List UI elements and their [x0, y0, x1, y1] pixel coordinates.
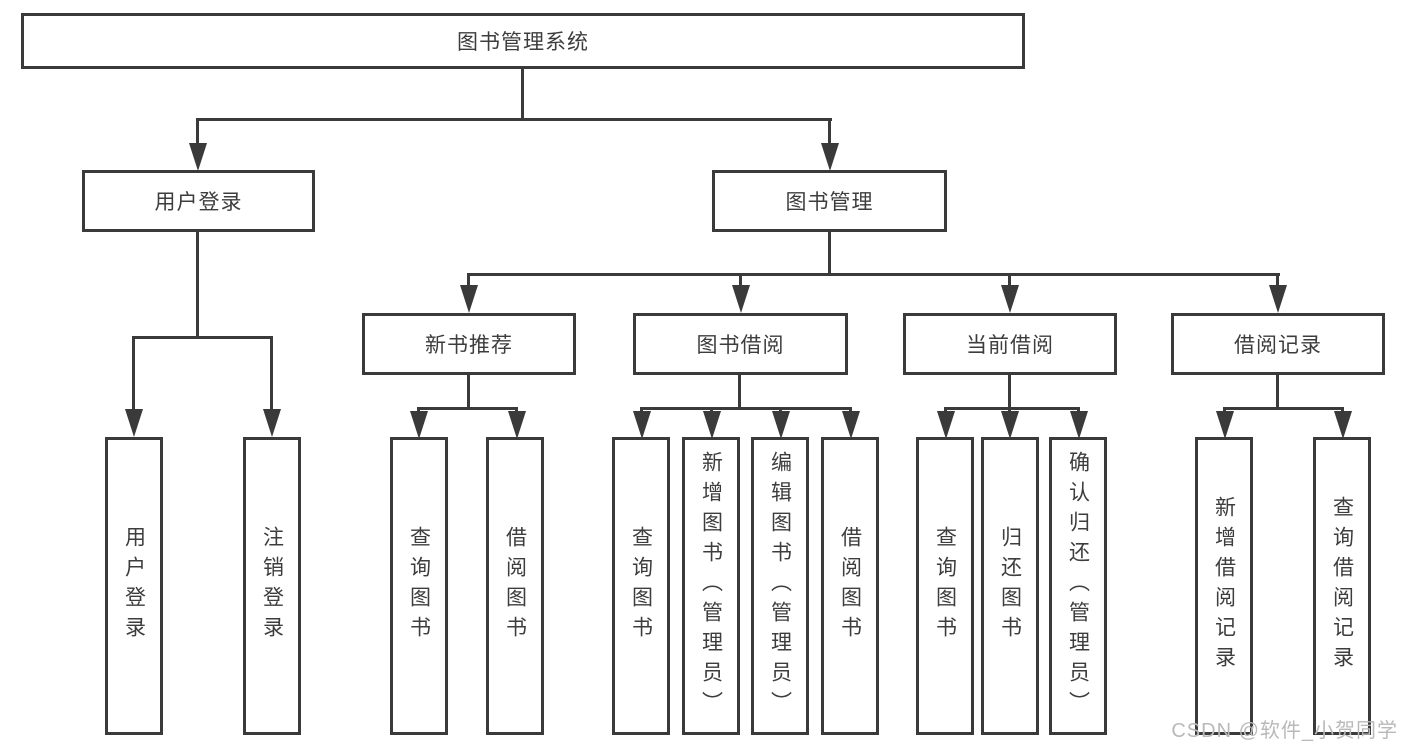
node-label: 图书借阅 [696, 334, 785, 357]
arrow-down-icon [842, 411, 860, 439]
leaf-add-book-admin: 新增图书（管理员） [682, 437, 740, 735]
arrow-down-icon [732, 285, 750, 313]
connector-drop [196, 118, 199, 144]
arrow-down-icon [1001, 411, 1019, 439]
connector-stem [828, 232, 831, 273]
arrow-down-icon [1070, 411, 1088, 439]
connector-root-stem [521, 69, 524, 118]
connector-drop [944, 407, 947, 413]
connector-branch [467, 273, 1280, 276]
connector-branch [132, 336, 273, 339]
node-book-borrow: 图书借阅 [633, 313, 848, 375]
connector-drop [739, 273, 742, 287]
node-label: 用户登录 [154, 191, 243, 214]
leaf-borrow-book: 借阅图书 [486, 437, 544, 735]
connector-branch [640, 407, 851, 410]
arrow-down-icon [189, 143, 207, 171]
connector-drop [1341, 407, 1344, 413]
connector-drop [417, 407, 420, 413]
leaf-borrow-book: 借阅图书 [821, 437, 879, 735]
arrow-down-icon [1334, 411, 1352, 439]
connector-drop [828, 118, 831, 144]
arrow-down-icon [410, 411, 428, 439]
connector-drop [1008, 273, 1011, 287]
connector-drop [270, 336, 273, 410]
connector-drop [1077, 407, 1080, 413]
leaf-label: 查询借阅记录 [1330, 496, 1354, 676]
arrow-down-icon [772, 411, 790, 439]
leaf-label: 确认归还（管理员） [1066, 451, 1090, 721]
node-label: 新书推荐 [425, 334, 513, 357]
connector-stem [196, 232, 199, 336]
leaf-label: 注销登录 [260, 526, 284, 646]
arrow-down-icon [1001, 285, 1019, 313]
connector-root-branch [196, 118, 832, 121]
arrow-down-icon [263, 409, 281, 437]
connector-drop [710, 407, 713, 413]
arrow-down-icon [125, 409, 143, 437]
leaf-label: 用户登录 [122, 526, 146, 646]
node-book-management: 图书管理 [712, 170, 947, 232]
leaf-query-book: 查询图书 [916, 437, 974, 735]
leaf-label: 查询图书 [629, 526, 653, 646]
arrow-down-icon [703, 411, 721, 439]
node-user-login: 用户登录 [82, 170, 315, 232]
leaf-label: 新增借阅记录 [1212, 496, 1236, 676]
connector-drop [467, 273, 470, 287]
leaf-label: 编辑图书（管理员） [768, 451, 792, 721]
node-root: 图书管理系统 [21, 13, 1025, 69]
leaf-label: 查询图书 [407, 526, 431, 646]
arrow-down-icon [937, 411, 955, 439]
arrow-down-icon [508, 411, 526, 439]
leaf-query-borrow-record: 查询借阅记录 [1313, 437, 1371, 735]
node-label: 图书管理 [785, 191, 874, 214]
connector-branch [417, 407, 518, 410]
connector-drop [1223, 407, 1226, 413]
connector-branch [1223, 407, 1344, 410]
node-label: 借阅记录 [1234, 334, 1322, 357]
leaf-label: 查询图书 [933, 526, 957, 646]
leaf-query-book: 查询图书 [390, 437, 448, 735]
connector-stem [1008, 375, 1011, 407]
connector-stem [738, 375, 741, 407]
node-label: 当前借阅 [966, 334, 1054, 357]
leaf-confirm-return-admin: 确认归还（管理员） [1049, 437, 1107, 735]
connector-drop [1276, 273, 1279, 287]
leaf-add-borrow-record: 新增借阅记录 [1195, 437, 1253, 735]
connector-drop [132, 336, 135, 410]
node-root-label: 图书管理系统 [457, 31, 589, 54]
node-new-book-recommend: 新书推荐 [362, 313, 576, 375]
connector-drop [1008, 407, 1011, 413]
leaf-label: 借阅图书 [838, 526, 862, 646]
leaf-user-login: 用户登录 [105, 437, 163, 735]
leaf-query-book: 查询图书 [612, 437, 670, 735]
node-borrow-record: 借阅记录 [1171, 313, 1385, 375]
node-current-borrow: 当前借阅 [903, 313, 1117, 375]
connector-drop [849, 407, 852, 413]
connector-stem [1276, 375, 1279, 407]
connector-stem [467, 375, 470, 407]
arrow-down-icon [633, 411, 651, 439]
arrow-down-icon [460, 285, 478, 313]
leaf-label: 借阅图书 [503, 526, 527, 646]
connector-branch [944, 407, 1080, 410]
connector-drop [779, 407, 782, 413]
leaf-edit-book-admin: 编辑图书（管理员） [751, 437, 809, 735]
leaf-return-book: 归还图书 [981, 437, 1039, 735]
arrow-down-icon [821, 143, 839, 171]
arrow-down-icon [1216, 411, 1234, 439]
leaf-label: 新增图书（管理员） [699, 451, 723, 721]
leaf-logout: 注销登录 [243, 437, 301, 735]
connector-drop [515, 407, 518, 413]
leaf-label: 归还图书 [998, 526, 1022, 646]
connector-drop [640, 407, 643, 413]
arrow-down-icon [1269, 285, 1287, 313]
